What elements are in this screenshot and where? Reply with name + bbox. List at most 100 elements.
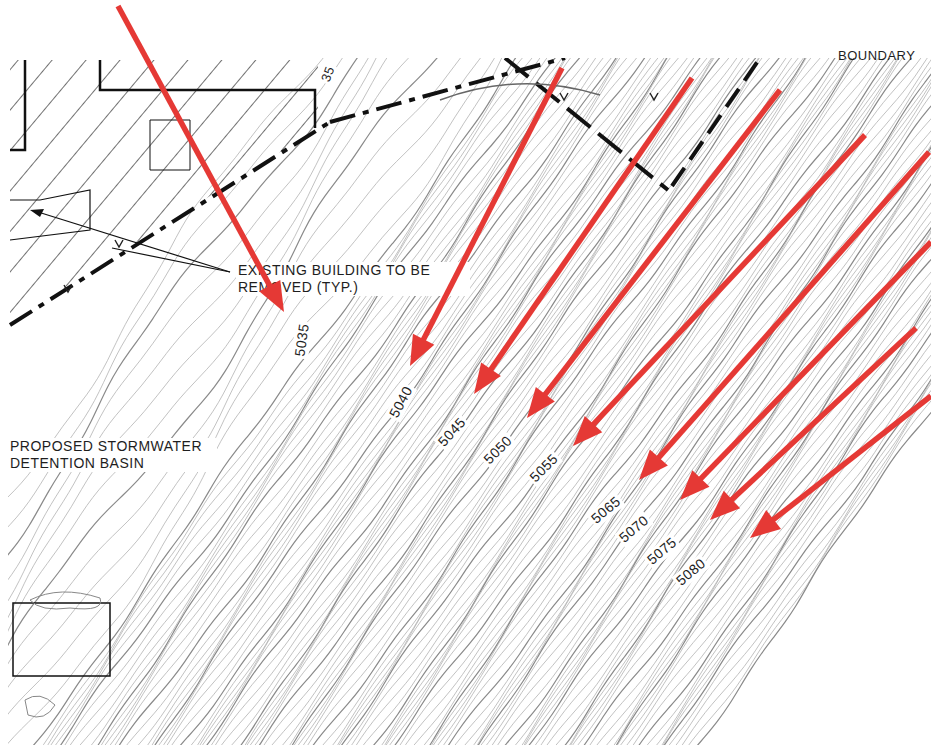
callout-arrow <box>118 6 272 289</box>
note-label: EXISTING BUILDING TO BE REMOVED (TYP.) <box>236 262 470 296</box>
flow-line <box>440 84 600 100</box>
callout-arrowhead <box>680 470 710 500</box>
contour-line <box>287 58 931 745</box>
callout-arrow <box>770 396 931 522</box>
property-boundary <box>330 58 565 122</box>
limit-line <box>672 58 760 186</box>
contour-line <box>8 58 872 745</box>
callout-arrowhead <box>259 280 284 312</box>
contour-label: 5080 <box>671 554 710 591</box>
contour-line <box>225 58 931 745</box>
contour-line <box>159 58 931 745</box>
callout-arrow <box>656 152 929 461</box>
contour-line <box>8 58 810 745</box>
area-label: PROPOSED STORMWATER DETENTION BASIN <box>8 438 217 472</box>
existing-building <box>10 58 760 717</box>
contour-line <box>256 58 931 745</box>
contour-line <box>8 58 675 745</box>
contour-label: 5065 <box>586 492 625 529</box>
contour-line <box>272 58 931 745</box>
contour-line <box>191 58 931 745</box>
contour-label: 5045 <box>433 413 470 452</box>
callout-arrowhead <box>410 334 434 366</box>
callout-arrowhead <box>573 416 602 446</box>
contour-line <box>283 58 931 745</box>
contour-label: 35 <box>317 62 338 86</box>
contour-line <box>284 58 931 745</box>
contour-line <box>224 58 931 745</box>
callout-arrowhead <box>639 450 668 480</box>
callout-arrowhead <box>750 510 781 538</box>
contour-line <box>165 58 931 745</box>
building-wall <box>100 60 315 128</box>
contour-line <box>8 58 685 745</box>
contour-line <box>209 58 931 745</box>
contour-line <box>8 58 818 745</box>
contour-line <box>8 58 784 745</box>
callout-arrow <box>729 328 916 502</box>
contour-line <box>157 58 931 745</box>
contour-line <box>8 58 924 745</box>
flow-arrow <box>115 240 123 247</box>
contour-line <box>203 58 931 745</box>
contour-line <box>8 58 931 745</box>
contour-line <box>246 58 931 745</box>
contour-line <box>265 58 931 745</box>
contour-line <box>215 58 931 745</box>
contour-line <box>218 58 931 745</box>
contour-line <box>282 58 931 745</box>
contour-label: 5035 <box>291 320 313 359</box>
flow-arrow <box>650 93 658 100</box>
callout-arrow <box>489 78 692 373</box>
contour-loop <box>30 592 101 609</box>
contour-line <box>222 58 931 745</box>
callout-arrow <box>422 68 562 343</box>
contour-line <box>192 58 931 745</box>
contour-line <box>253 58 931 745</box>
contour-line <box>171 58 931 745</box>
contour-line <box>291 58 931 745</box>
contour-line <box>8 58 844 745</box>
contour-line <box>176 58 931 745</box>
contour-label: 5055 <box>525 449 563 487</box>
contour-line <box>228 58 931 745</box>
contour-line <box>261 58 931 745</box>
callout-arrowhead <box>527 387 555 418</box>
contour-line <box>248 58 931 745</box>
contour-line <box>8 58 727 745</box>
flow-arrow <box>560 93 568 100</box>
callout-arrow <box>591 135 865 427</box>
building-wall <box>150 120 190 170</box>
structure-outline <box>13 603 110 676</box>
contour-line <box>213 58 931 745</box>
contour-line <box>8 58 931 745</box>
contour-line <box>8 58 823 745</box>
contour-line <box>157 58 931 745</box>
contour-line <box>179 58 931 745</box>
contour-line <box>241 58 931 745</box>
contour-line <box>250 58 931 745</box>
contour-lines <box>8 58 931 745</box>
callout-arrowhead <box>474 362 501 394</box>
callout-arrowhead <box>710 491 740 520</box>
contour-line <box>278 58 931 745</box>
contour-line <box>8 58 910 745</box>
building-wall <box>10 190 90 240</box>
contour-line <box>8 58 680 745</box>
contour-line <box>8 58 886 745</box>
leader-line <box>112 248 230 272</box>
contour-line <box>8 58 928 745</box>
boundary-label: BOUNDARY <box>838 48 915 64</box>
contour-line <box>234 58 931 745</box>
contour-label: 5075 <box>642 533 681 570</box>
contour-line <box>258 58 931 745</box>
contour-label: 5050 <box>479 431 517 469</box>
callout-arrow <box>543 90 780 397</box>
contour-line <box>190 58 931 745</box>
contour-line <box>8 58 890 745</box>
contour-loop <box>25 696 55 717</box>
building-wall <box>10 60 25 150</box>
